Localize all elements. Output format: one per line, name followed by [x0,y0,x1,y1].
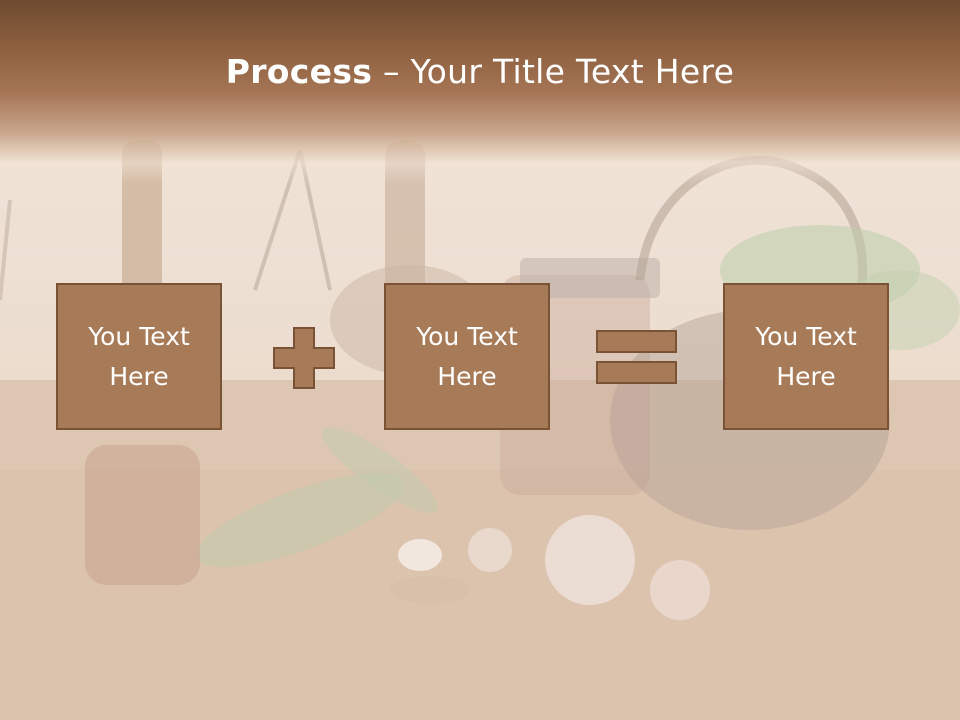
equals-icon [596,330,677,384]
title-rest: – Your Title Text Here [372,52,735,91]
slide-title[interactable]: Process – Your Title Text Here [0,52,960,91]
process-box-3[interactable]: You Text Here [723,283,889,430]
process-box-2-label: You Text Here [416,321,518,391]
plus-icon [273,327,335,389]
process-box-1[interactable]: You Text Here [56,283,222,430]
process-box-1-label: You Text Here [88,321,190,391]
process-box-3-label: You Text Here [755,321,857,391]
title-bold: Process [225,52,373,91]
title-bar [0,0,960,185]
process-box-2[interactable]: You Text Here [384,283,550,430]
